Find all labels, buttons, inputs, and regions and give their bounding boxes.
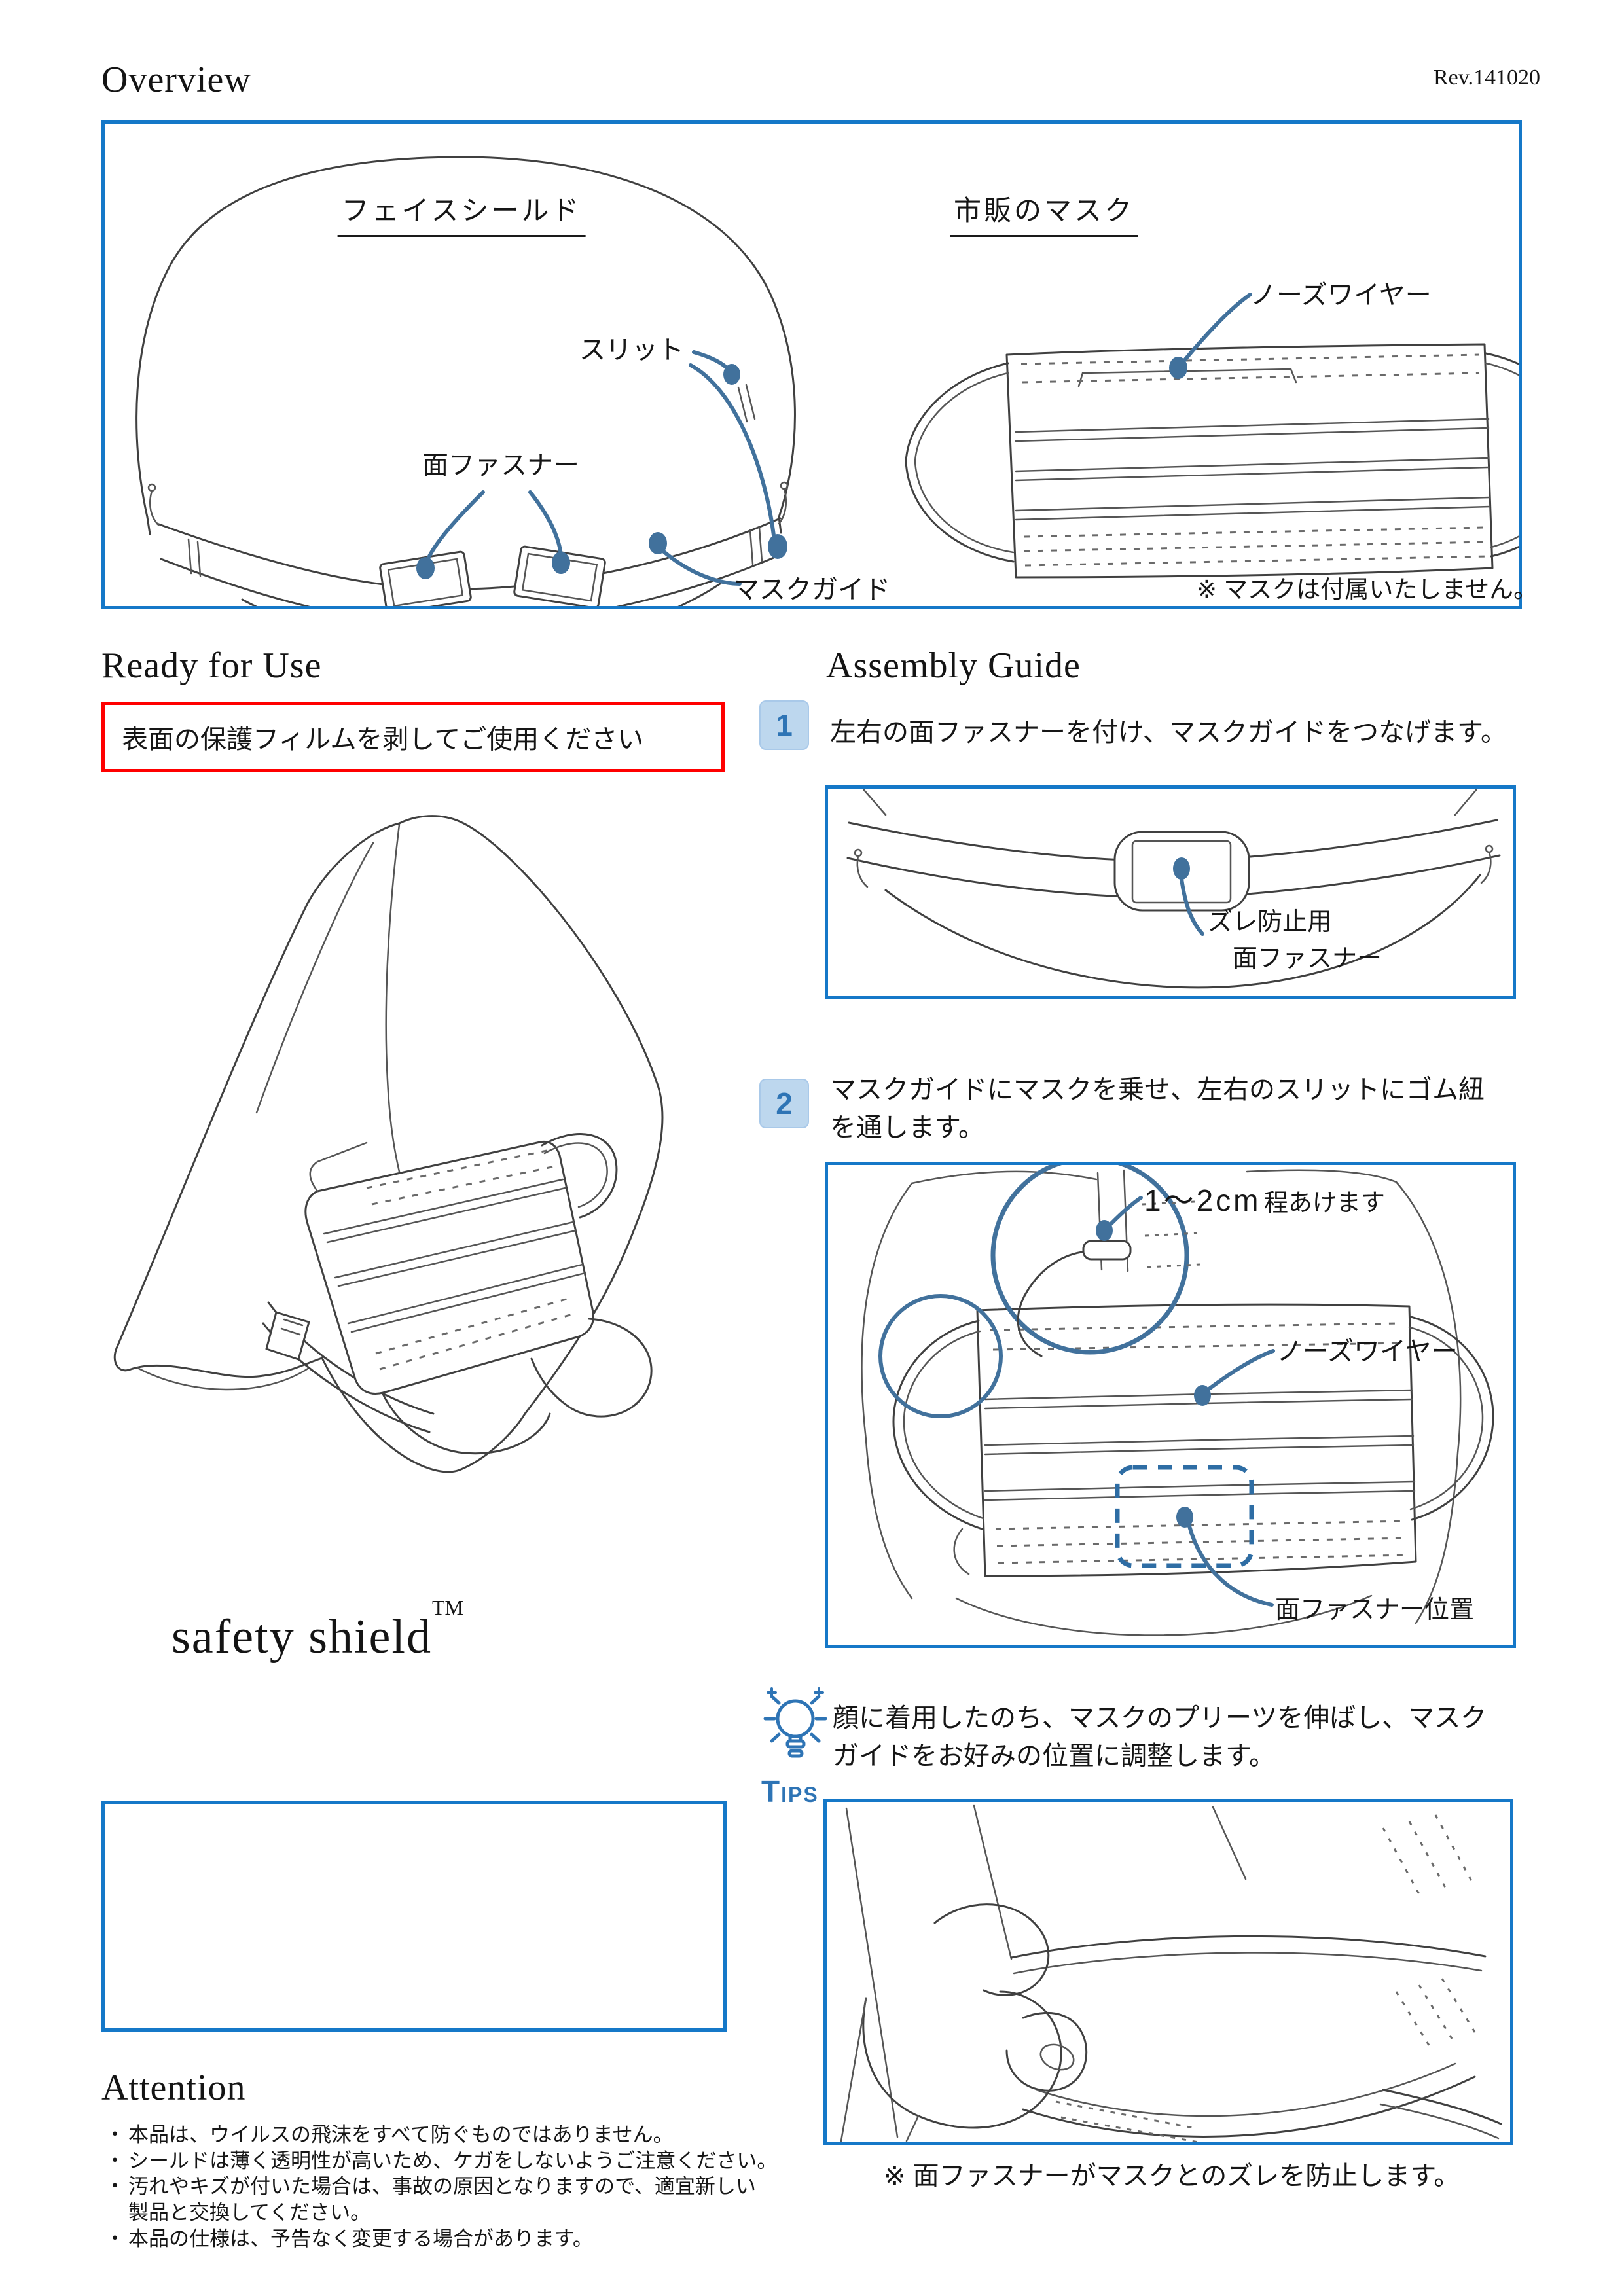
step1-text: 左右の面ファスナーを付け、マスクガイドをつなげます。 bbox=[830, 718, 1507, 747]
overview-diagram bbox=[135, 156, 1519, 606]
ear-loop-left bbox=[905, 362, 1015, 563]
tips-badge: Tips bbox=[761, 1774, 819, 1808]
slit-marks bbox=[737, 384, 756, 423]
step1-diagram-box: ズレ防止用 面ファスナー bbox=[825, 785, 1516, 999]
step1-number: 1 bbox=[776, 708, 793, 742]
hand-thumb bbox=[933, 1903, 1050, 1996]
magnifier-circle-large bbox=[990, 1165, 1189, 1355]
tips-icon-block: Tips bbox=[761, 1687, 833, 1818]
slit-label: スリット bbox=[579, 336, 684, 365]
brand-name: safety shield bbox=[171, 1610, 432, 1664]
hook-hole-left bbox=[147, 483, 156, 492]
overview-title: Overview bbox=[101, 60, 251, 100]
step1-badge: 1 bbox=[759, 700, 809, 750]
attention-title: Attention bbox=[101, 2068, 246, 2108]
mask-not-included-note: ※ マスクは付属いたしません。 bbox=[1197, 576, 1538, 603]
step1-callout-line2: 面ファスナー bbox=[1233, 945, 1382, 973]
attention-item: ・本品の仕様は、予告なく変更する場合があります。 bbox=[105, 2226, 812, 2252]
attention-item: ・シールドは薄く透明性が高いため、ケガをしないようご注意ください。 bbox=[105, 2148, 812, 2174]
tips-diagram-box bbox=[823, 1799, 1513, 2145]
step2-text-line2: を通します。 bbox=[830, 1113, 984, 1142]
velcro-position-rect bbox=[1115, 1465, 1254, 1568]
step2-badge: 2 bbox=[759, 1079, 809, 1128]
step2-nose-wire-label: ノーズワイヤー bbox=[1276, 1337, 1458, 1366]
gap-suffix: 程あけます bbox=[1263, 1189, 1385, 1216]
velcro-label: 面ファスナー bbox=[422, 451, 579, 480]
mask-guide-label: マスクガイド bbox=[733, 575, 890, 604]
worn-mask bbox=[304, 1140, 594, 1395]
attention-item: ・汚れやキズが付いた場合は、事故の原因となりますので、適宜新しい bbox=[105, 2174, 812, 2200]
attention-list: ・本品は、ウイルスの飛沫をすべて防ぐものではありません。 ・シールドは薄く透明性… bbox=[105, 2122, 812, 2251]
tips-text-line2: ガイドをお好みの位置に調整します。 bbox=[833, 1742, 1275, 1770]
bullet: ・ bbox=[105, 2227, 125, 2250]
gap-label: 1～2cm 程あけます bbox=[1144, 1177, 1385, 1220]
trademark-symbol: TM bbox=[431, 1596, 463, 1619]
brand-logo: safety shieldTM bbox=[171, 1596, 463, 1665]
blank-info-box bbox=[101, 1801, 727, 2032]
bullet: ・ bbox=[105, 2175, 125, 2198]
step2-diagram-box: 1～2cm 程あけます ノーズワイヤー 面ファスナー位置 bbox=[825, 1162, 1516, 1648]
bullet: ・ bbox=[105, 2149, 125, 2172]
tips-text-line1: 顔に着用したのち、マスクのプリーツを伸ばし、マスク bbox=[833, 1704, 1487, 1732]
step2-number: 2 bbox=[776, 1086, 793, 1121]
step1-callout-line1: ズレ防止用 bbox=[1208, 908, 1333, 936]
hook-hole-right bbox=[780, 481, 789, 490]
assembly-title: Assembly Guide bbox=[826, 645, 1081, 686]
mask-outline bbox=[1005, 343, 1494, 579]
bullet: ・ bbox=[105, 2123, 125, 2146]
nose-wire-label: ノーズワイヤー bbox=[1250, 281, 1432, 310]
velcro-position-label: 面ファスナー位置 bbox=[1275, 1596, 1475, 1624]
attention-item-continuation: 製品と交換してください。 bbox=[128, 2201, 371, 2225]
hand-outline bbox=[862, 1990, 1062, 2129]
attention-item: ・本品は、ウイルスの飛沫をすべて防ぐものではありません。 bbox=[105, 2122, 812, 2148]
worn-shield-illustration bbox=[92, 805, 746, 1590]
protective-film-warning-box: 表面の保護フィルムを剥してご使用ください bbox=[101, 702, 725, 772]
faceshield-title: フェイスシールド bbox=[337, 188, 586, 237]
lightbulb-icon bbox=[763, 1687, 827, 1758]
mask-title: 市販のマスク bbox=[949, 188, 1139, 237]
overview-box: フェイスシールド 市販のマスク スリット 面ファスナー マスクガイド ノーズワイ… bbox=[101, 120, 1538, 609]
revision-number: Rev.141020 bbox=[1434, 65, 1541, 90]
tips-note: ※ 面ファスナーがマスクとのズレを防止します。 bbox=[884, 2162, 1460, 2191]
magnifier-circle-small bbox=[878, 1294, 1003, 1418]
protective-film-warning: 表面の保護フィルムを剥してご使用ください bbox=[122, 725, 644, 754]
fingernail bbox=[1039, 2043, 1075, 2071]
gap-value: 1～2cm bbox=[1144, 1183, 1261, 1217]
step2-text-line1: マスクガイドにマスクを乗せ、左右のスリットにゴム紐 bbox=[830, 1075, 1485, 1104]
faceshield-outline bbox=[135, 156, 796, 534]
ready-title: Ready for Use bbox=[101, 645, 322, 686]
